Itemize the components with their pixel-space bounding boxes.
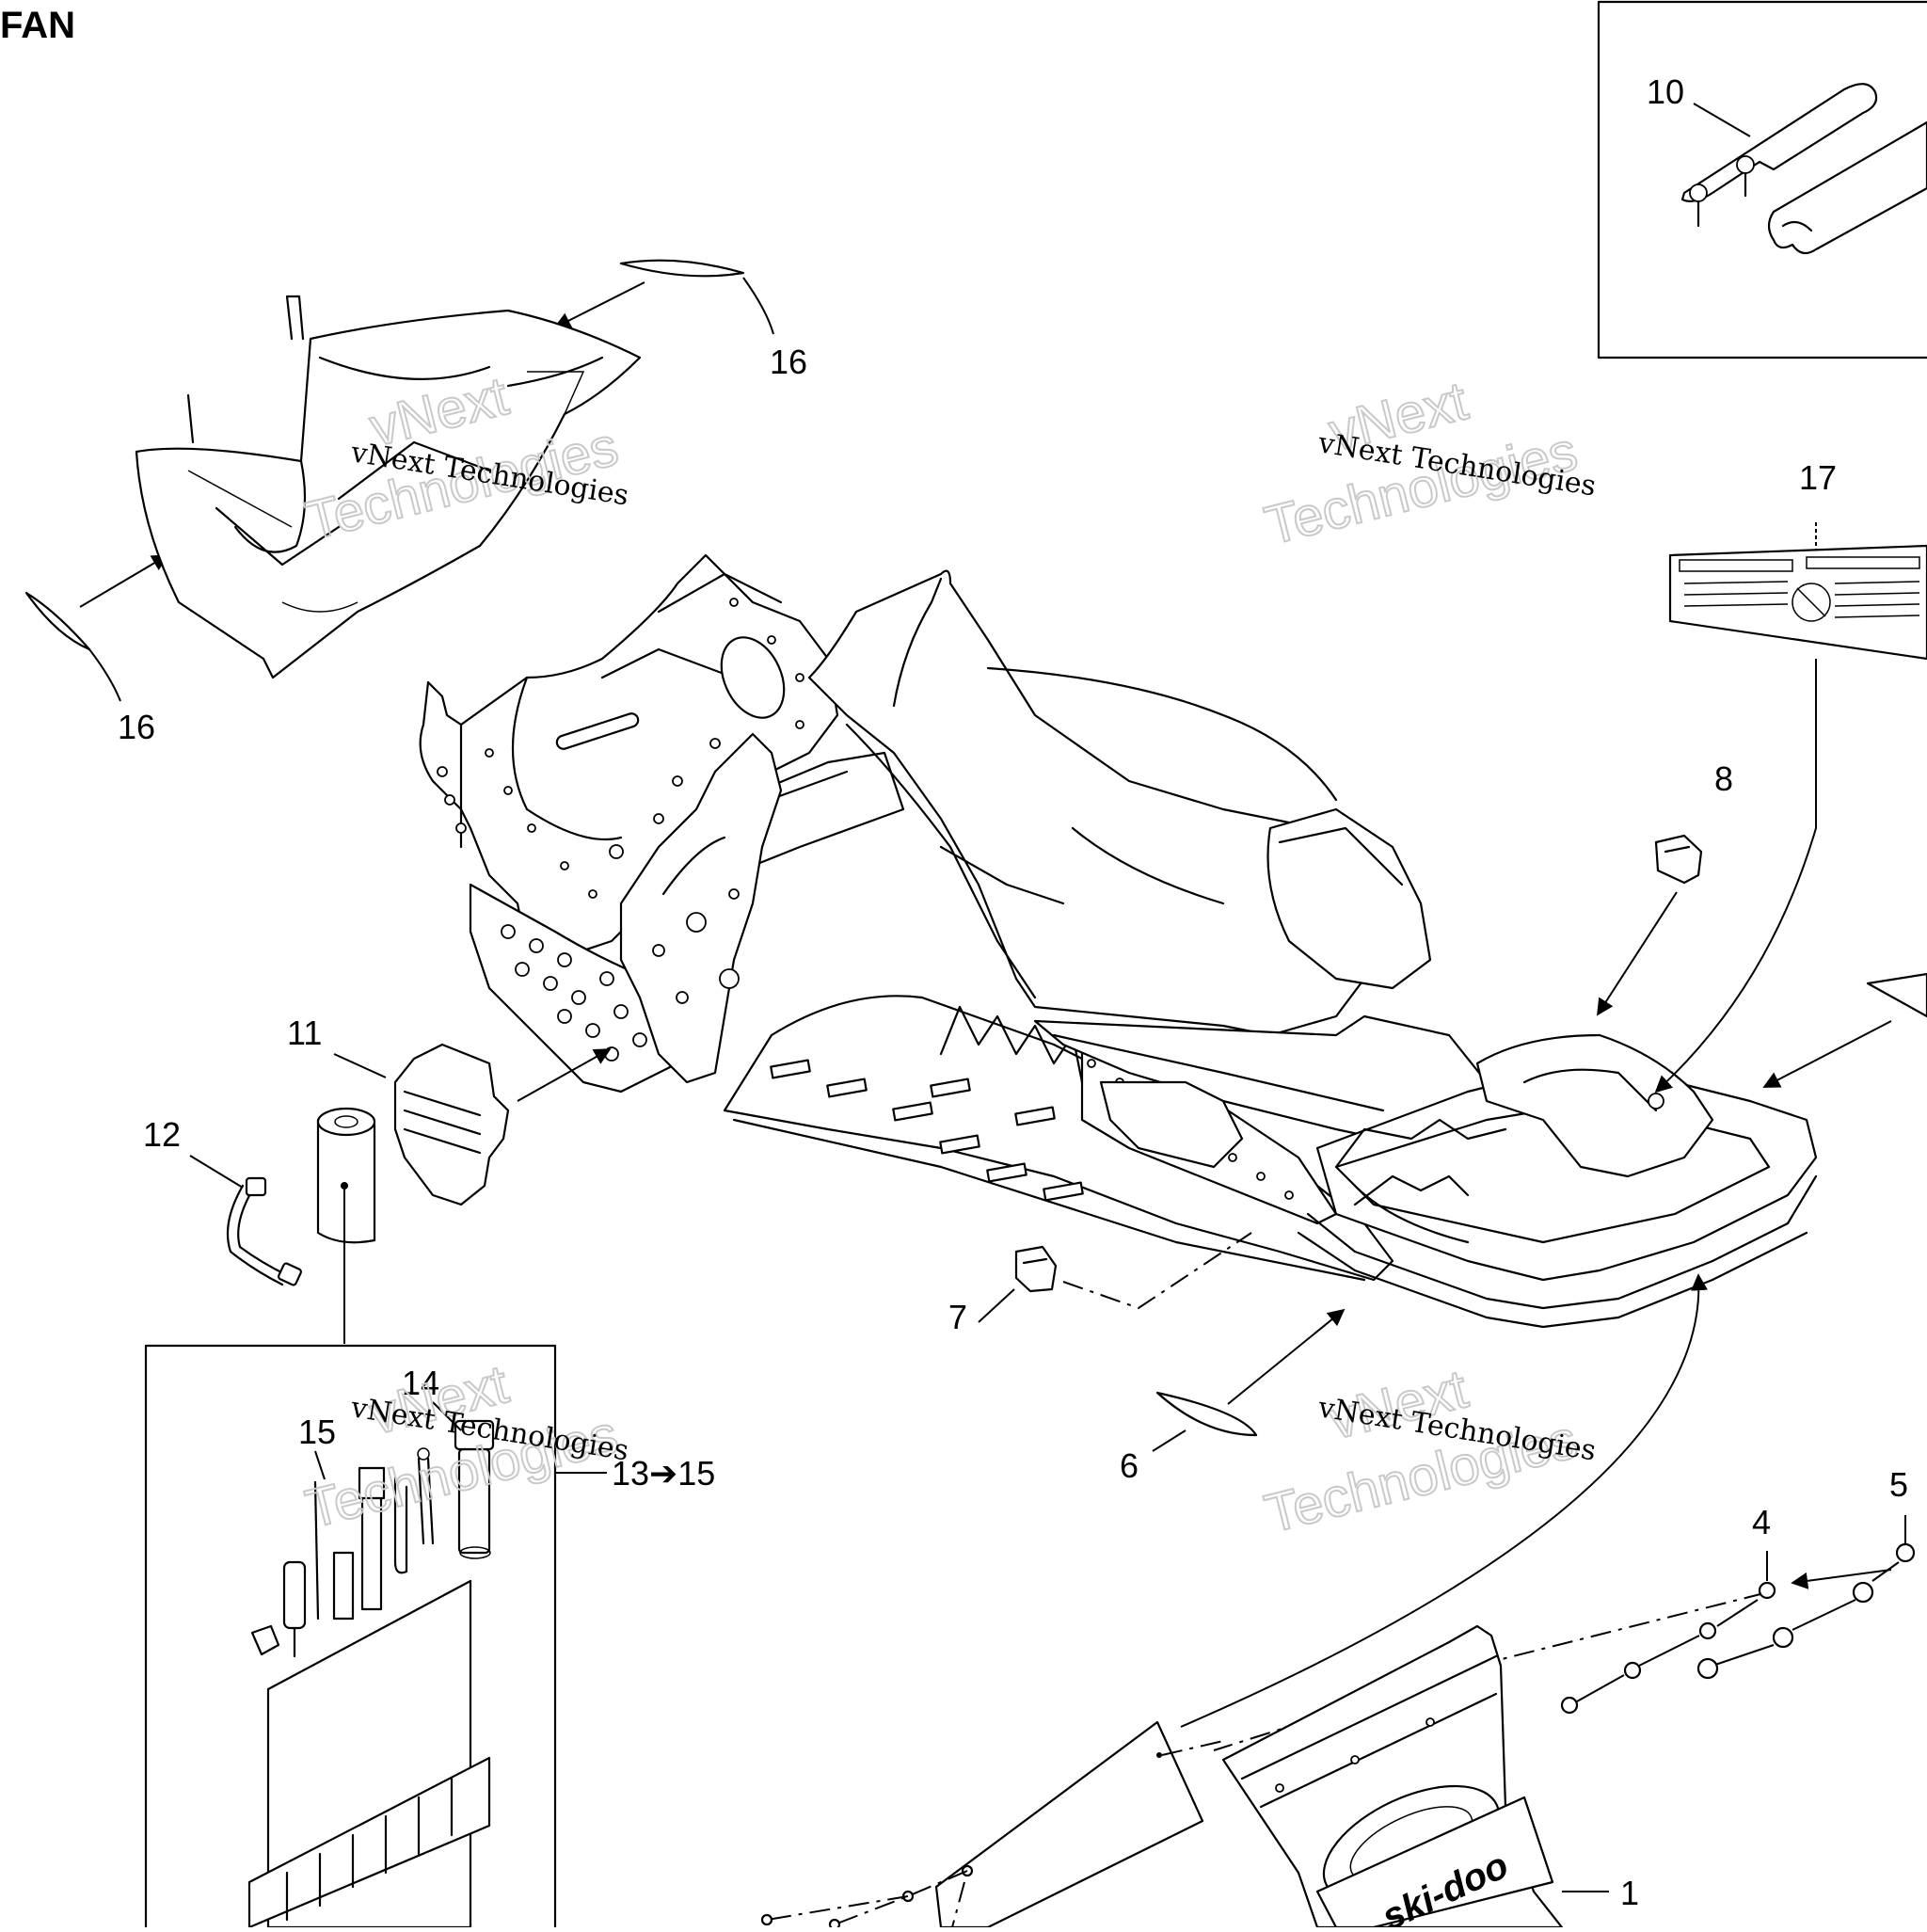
assembly-arrow [1180,1273,1708,1728]
callout-16-left: 16 [118,708,155,746]
diagram-title: FAN [0,5,75,46]
part-16-top-strip: 16 [553,259,807,381]
tool-pouch [247,1579,491,1929]
callout-17: 17 [1799,458,1837,497]
callout-5: 5 [1889,1465,1908,1504]
callout-10: 10 [1647,72,1684,111]
part-7-clip: 7 [948,1232,1252,1336]
fasteners-4-5: 4 5 [1213,1465,1916,1751]
tool-set-drawing [250,1401,495,1658]
inset-box-tool-kit: 13➔15 14 15 [144,1344,715,1932]
callout-15: 15 [298,1413,336,1451]
part-16-left-strip: 16 [24,554,169,746]
part-11-holder: 11 [287,1014,612,1206]
part-1-rear-flap: ski-doo 1 [1221,1624,1639,1932]
tool-bag-cylinder [316,1107,376,1344]
callout-6: 6 [1120,1446,1139,1485]
part-6-strip: 6 [1120,1308,1346,1485]
part-8-clip: 8 [1597,759,1733,1016]
callout-16-top: 16 [770,343,807,381]
callout-14: 14 [402,1364,439,1402]
callout-7: 7 [948,1298,967,1336]
upper-console-panel [135,295,642,679]
part-12-strap: 12 [143,1115,302,1286]
license-plate-bracket [760,1720,1224,1931]
callout-1: 1 [1620,1874,1639,1912]
part-17-warning-label: 17 [1654,458,1927,1094]
callout-8: 8 [1714,759,1733,798]
rear-bumper-rack [1297,1033,1818,1329]
callout-13-to-15: 13➔15 [612,1454,715,1493]
right-edge-strip [1762,972,1927,1088]
part-10-spanner-wrench [1680,83,1927,255]
callout-11: 11 [287,1014,322,1052]
callout-12: 12 [143,1115,181,1154]
inset-box-tools: 10 [1597,0,1927,359]
callout-4: 4 [1752,1503,1771,1541]
seat [807,569,1498,1169]
